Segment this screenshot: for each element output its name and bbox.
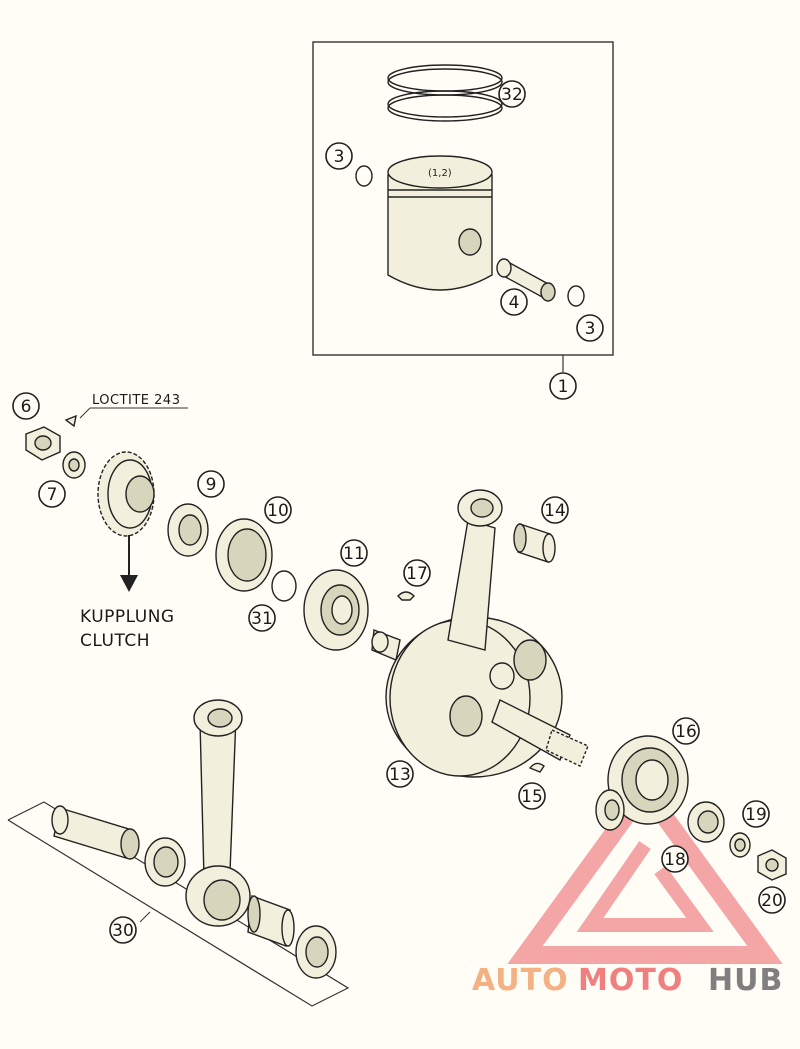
conrod-kit-outline (7, 801, 350, 1007)
thrust-washer-right (295, 925, 337, 979)
callout-31: 31 (248, 604, 276, 632)
callout-3-upper: 3 (325, 142, 353, 170)
svg-text:3: 3 (334, 147, 345, 167)
svg-text:6: 6 (21, 397, 32, 417)
nut-20 (757, 849, 787, 881)
connecting-rod (447, 489, 503, 651)
callout-16: 16 (672, 717, 700, 745)
piston: (1,2) (387, 155, 493, 291)
svg-text:7: 7 (47, 485, 58, 505)
watermark-logo-triangle (507, 774, 783, 964)
watermark-hub: HUB (708, 963, 783, 998)
needle-bearing-14 (513, 523, 556, 563)
svg-text:11: 11 (343, 544, 365, 564)
svg-text:14: 14 (544, 501, 566, 521)
shaft-seal-10 (215, 518, 273, 592)
svg-text:15: 15 (521, 787, 543, 807)
woodruff-key-15 (528, 762, 545, 773)
circlip-lower (567, 285, 585, 307)
svg-text:1: 1 (558, 377, 569, 397)
woodruff-key-17 (397, 591, 415, 601)
svg-text:20: 20 (761, 891, 783, 911)
callout-14: 14 (541, 496, 569, 524)
loctite-note: LOCTITE 243 (92, 393, 180, 408)
conrod-kit-needle-bearing (247, 895, 295, 947)
svg-text:31: 31 (251, 609, 273, 629)
callout-15: 15 (518, 782, 546, 810)
ball-bearing-16 (607, 735, 689, 825)
crank-pin (51, 805, 140, 860)
spacer-18 (595, 789, 625, 831)
callout-9: 9 (197, 470, 225, 498)
hex-nut (25, 426, 61, 461)
callout-6: 6 (12, 392, 40, 420)
callout-11: 11 (340, 539, 368, 567)
ball-bearing-11 (303, 569, 369, 651)
svg-text:9: 9 (206, 475, 217, 495)
primary-gear (97, 451, 155, 537)
thrust-washer-left (144, 837, 186, 887)
watermark-moto: MOTO (578, 963, 683, 998)
callout-3-lower: 3 (576, 314, 604, 342)
clutch-label-de: KUPPLUNG (80, 607, 175, 627)
callout-20: 20 (758, 886, 786, 914)
piston-marking: (1,2) (428, 168, 452, 179)
svg-text:3: 3 (585, 319, 596, 339)
svg-text:17: 17 (406, 564, 428, 584)
svg-text:10: 10 (267, 501, 289, 521)
watermark-text: AUTO MOTO HUB (472, 963, 783, 998)
svg-text:32: 32 (501, 85, 523, 105)
callout-13: 13 (386, 760, 414, 788)
callout-19: 19 (742, 800, 770, 828)
svg-text:4: 4 (509, 293, 520, 313)
seal-ring (687, 801, 725, 843)
svg-text:30: 30 (112, 921, 134, 941)
callout-1: 1 (549, 372, 577, 400)
svg-text:19: 19 (745, 805, 767, 825)
callout-30: 30 (109, 916, 137, 944)
svg-text:18: 18 (664, 850, 686, 870)
callout-17: 17 (403, 559, 431, 587)
svg-text:16: 16 (675, 722, 697, 742)
lock-washer-small (64, 414, 77, 428)
circlip-upper (355, 165, 373, 187)
callout-18: 18 (661, 845, 689, 873)
svg-text:13: 13 (389, 765, 411, 785)
watermark-auto: AUTO (472, 963, 569, 998)
crankshaft (371, 616, 589, 778)
clutch-label-en: CLUTCH (80, 631, 150, 651)
piston-rings (387, 64, 503, 122)
callout-7: 7 (38, 480, 66, 508)
washer-7 (62, 451, 86, 479)
clutch-arrow (120, 535, 138, 592)
callout-32: 32 (498, 80, 526, 108)
spacer-9 (167, 503, 209, 557)
piston-pin (496, 258, 556, 302)
piston-kit-box (312, 41, 614, 372)
callout-4: 4 (500, 288, 528, 316)
conrod-kit-rod (185, 699, 251, 927)
callout-10: 10 (264, 496, 292, 524)
o-ring-31 (271, 570, 297, 602)
washer-19 (729, 832, 751, 858)
